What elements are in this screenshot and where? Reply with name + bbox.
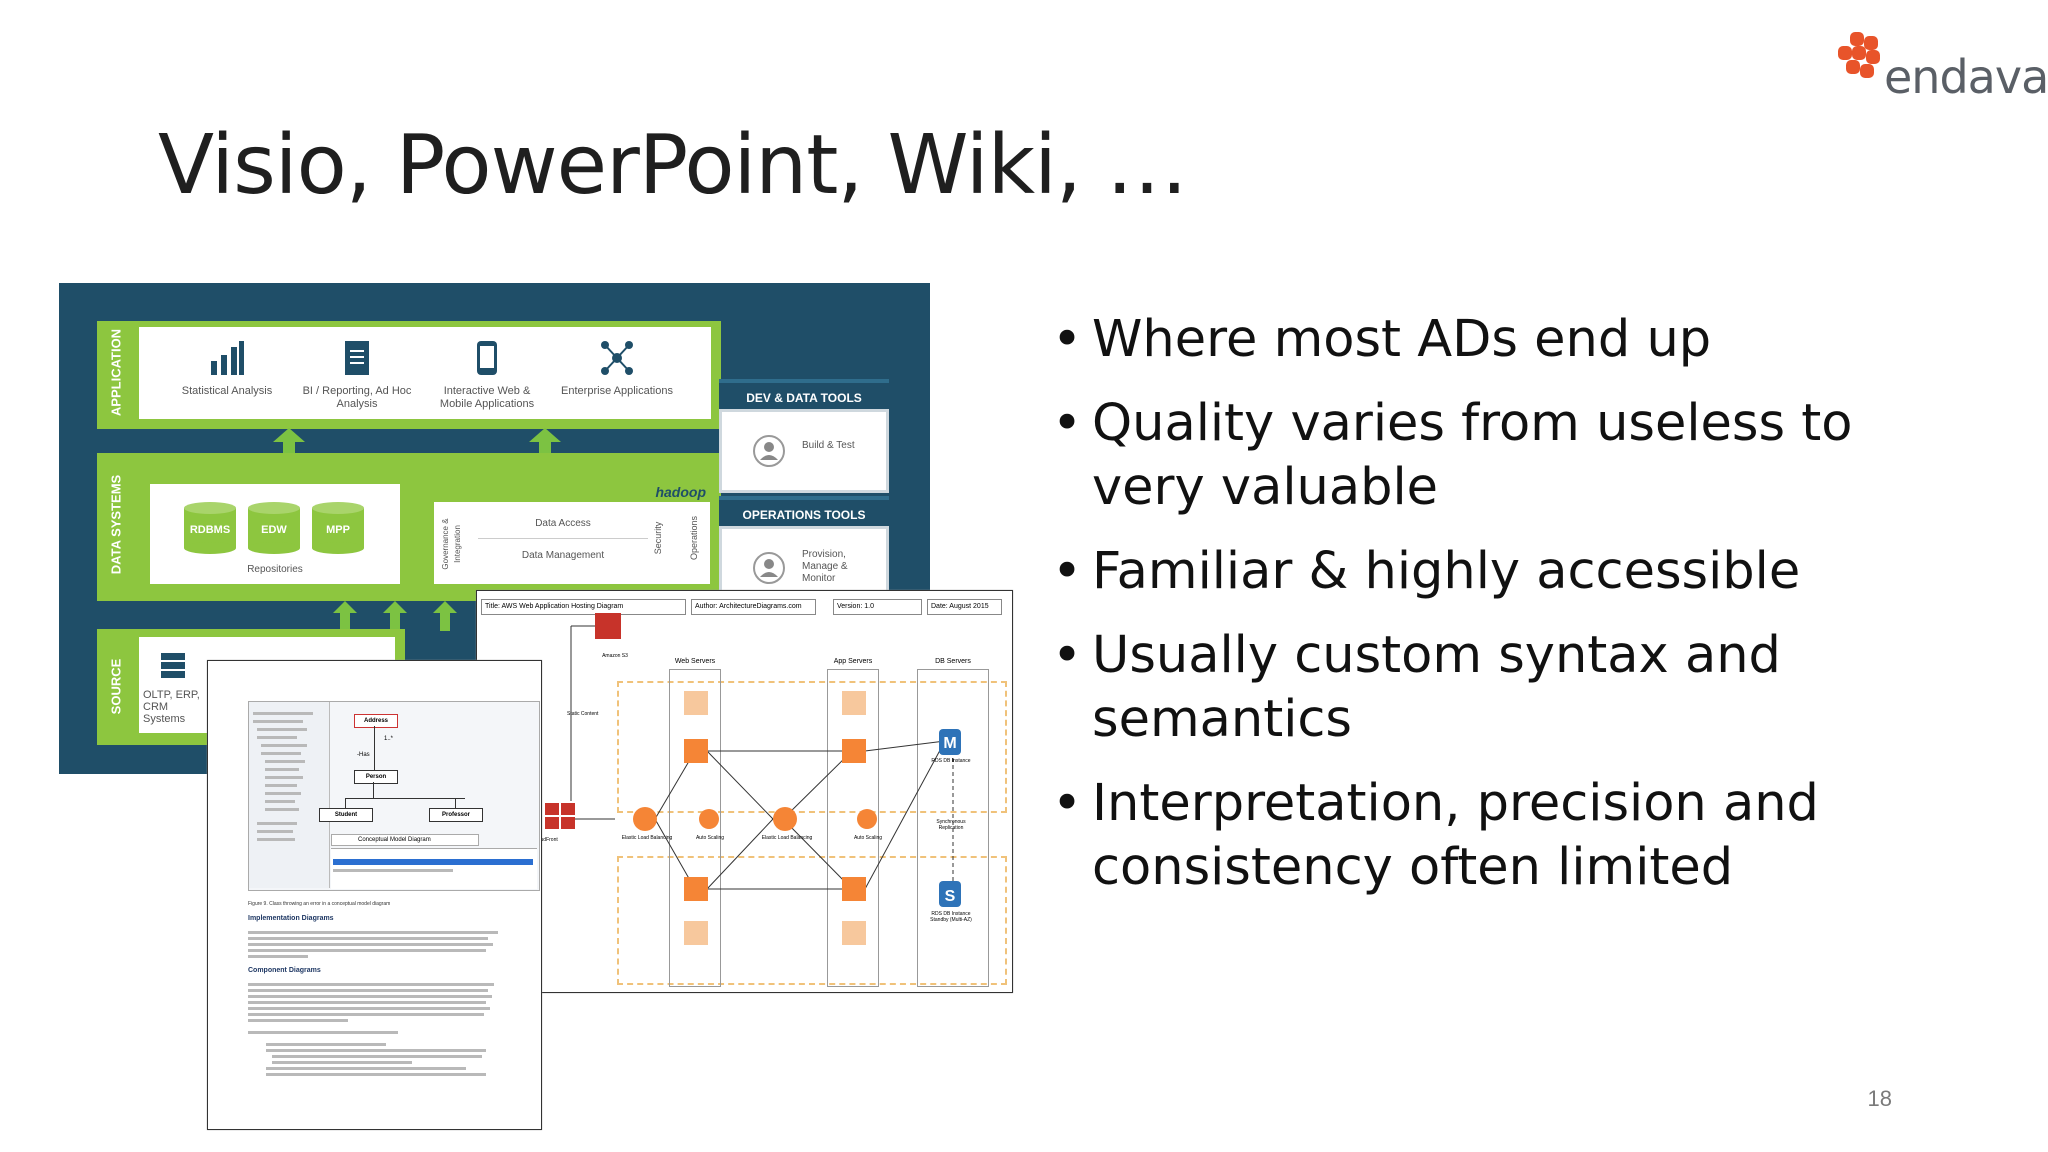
slide-title: Visio, PowerPoint, Wiki, … (158, 118, 1188, 213)
server-icon (161, 653, 185, 678)
app-enterprise: Enterprise Applications (557, 339, 677, 398)
ops-tools-header: OPERATIONS TOOLS (719, 496, 889, 530)
svg-text:M: M (943, 735, 956, 752)
dev-tools-box: Build & Test (719, 409, 889, 493)
mobile-icon (477, 341, 497, 375)
bar-chart-icon (211, 341, 244, 375)
app-item-label: Enterprise Applications (561, 385, 673, 397)
auto-scaling-label-1: Auto Scaling (695, 835, 725, 841)
uml-doc-page: Address 1..* -Has Person Student Profess… (207, 660, 542, 1130)
rdbms-label: RDBMS (189, 524, 231, 536)
data-management-label: Data Management (521, 550, 605, 561)
logo-text: endava (1884, 50, 2048, 104)
db-servers-column: DB Servers (917, 658, 989, 987)
app-web-mobile: Interactive Web & Mobile Applications (427, 339, 547, 411)
uml-class-student: Student (319, 808, 373, 822)
mpp-cylinder: MPP (312, 502, 364, 554)
uml-class-address: Address (354, 714, 398, 728)
cloudfront-label: CloudFront (533, 837, 558, 843)
db-servers-label: DB Servers (935, 658, 971, 665)
app-bi-reporting: BI / Reporting, Ad Hoc Analysis (297, 339, 417, 411)
aws-title-cell: Title: AWS Web Application Hosting Diagr… (481, 599, 686, 615)
data-systems-label: DATA SYSTEMS (108, 474, 124, 575)
static-content-label: Static Content (567, 711, 599, 717)
security-label: Security (653, 521, 663, 555)
figure-caption: Figure 9. Class throwing an error in a c… (248, 901, 391, 907)
uml-association: -Has (357, 752, 370, 758)
elb-label-1: Elastic Load Balancing (621, 835, 673, 841)
application-items: Statistical Analysis BI / Reporting, Ad … (139, 327, 711, 419)
bullet-item: Where most ADs end up (1050, 308, 1950, 372)
rds-master-label: RDS DB Instance (931, 758, 971, 764)
aws-diagram: Title: AWS Web Application Hosting Diagr… (476, 590, 1013, 993)
application-label: APPLICATION (108, 328, 124, 417)
bullet-item: Familiar & highly accessible (1050, 540, 1950, 604)
data-access-label: Data Access (478, 510, 648, 539)
provision-label: Provision, Manage & Monitor (802, 549, 848, 584)
application-panel: APPLICATION Statistical Analysis BI / Re… (97, 321, 721, 429)
auto-scaling-label-2: Auto Scaling (853, 835, 883, 841)
bullet-item: Usually custom syntax and semantics (1050, 624, 1950, 752)
logo-mark-icon (1838, 32, 1880, 78)
app-item-label: Interactive Web & Mobile Applications (439, 385, 535, 410)
page-number: 18 (1867, 1086, 1892, 1111)
data-systems-panel: DATA SYSTEMS RDBMS EDW MPP Repositories … (97, 453, 721, 601)
repositories-label: Repositories (247, 564, 303, 575)
user-icon (753, 552, 785, 584)
dev-tools-header: DEV & DATA TOOLS (719, 379, 889, 413)
implementation-heading: Implementation Diagrams (248, 915, 334, 922)
user-icon (753, 435, 785, 467)
uml-tool-screenshot: Address 1..* -Has Person Student Profess… (248, 701, 540, 891)
web-servers-column: Web Servers (669, 658, 721, 987)
sync-replication-label: Synchronous Replication (936, 819, 966, 831)
availability-zone-1 (617, 681, 1007, 813)
model-explorer-panel (249, 702, 330, 888)
governance-label: Governance & Integration (441, 518, 462, 570)
edw-label: EDW (261, 524, 287, 536)
app-servers-column: App Servers (827, 658, 879, 987)
app-item-label: BI / Reporting, Ad Hoc Analysis (302, 385, 412, 410)
aws-version-cell: Version: 1.0 (833, 599, 922, 615)
app-item-label: Statistical Analysis (181, 385, 273, 397)
mpp-label: MPP (326, 524, 350, 536)
bullet-item: Interpretation, precision and consistenc… (1050, 772, 1950, 900)
bullet-list: Where most ADs end up Quality varies fro… (1050, 308, 1950, 920)
rdbms-cylinder: RDBMS (184, 502, 236, 554)
source-item-label: OLTP, ERP, CRM Systems (143, 689, 200, 725)
aws-author-cell: Author: ArchitectureDiagrams.com (691, 599, 816, 615)
aws-date-cell: Date: August 2015 (927, 599, 1002, 615)
elb-label-2: Elastic Load Balancing (761, 835, 813, 841)
app-servers-label: App Servers (833, 658, 873, 665)
edw-cylinder: EDW (248, 502, 300, 554)
repositories-box: RDBMS EDW MPP Repositories (147, 481, 403, 587)
uml-class-person: Person (354, 770, 398, 784)
build-test-label: Build & Test (802, 440, 855, 451)
diagram-tab: Conceptual Model Diagram (331, 834, 479, 846)
architecture-diagram: APPLICATION Statistical Analysis BI / Re… (59, 283, 930, 774)
endava-logo: endava (1832, 30, 2048, 105)
availability-zone-2 (617, 856, 1007, 985)
up-arrows-icon (333, 601, 457, 631)
hadoop-logo: hadoop (655, 484, 706, 500)
document-icon (345, 341, 369, 375)
operations-label: Operations (689, 515, 699, 561)
rds-standby-label: RDS DB Instance Standby (Multi-AZ) (930, 911, 972, 923)
source-label: SOURCE (108, 658, 124, 715)
error-panel (331, 848, 537, 889)
app-statistical: Statistical Analysis (167, 339, 287, 398)
s3-label: Amazon S3 (602, 653, 628, 659)
hadoop-box: hadoop Governance & Integration Data Acc… (431, 481, 713, 587)
bullet-item: Quality varies from useless to very valu… (1050, 392, 1950, 520)
svg-text:S: S (945, 888, 956, 905)
network-icon (601, 341, 633, 375)
web-servers-label: Web Servers (674, 658, 716, 665)
component-heading: Component Diagrams (248, 967, 321, 974)
uml-multiplicity: 1..* (384, 736, 394, 742)
uml-class-professor: Professor (429, 808, 483, 822)
aws-connectors: M S (545, 613, 961, 945)
